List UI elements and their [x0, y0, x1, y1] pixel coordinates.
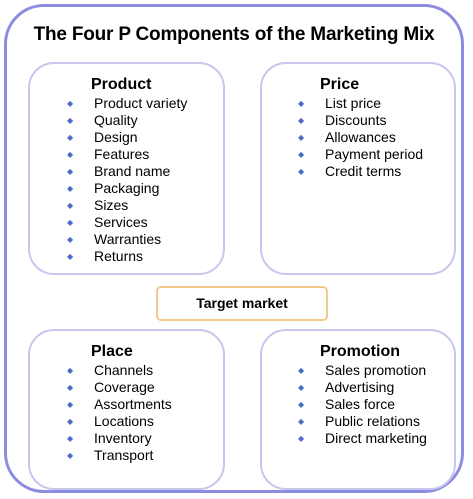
bullet-icon: ◆ — [67, 218, 74, 227]
product-item-label: Design — [94, 129, 138, 145]
place-list: ◆ Channels ◆ Coverage ◆ Assortments ◆ Locations… — [67, 362, 172, 464]
product-panel: Product ◆Product variety◆Quality◆Design◆… — [28, 62, 225, 275]
price-list: ◆ List price ◆ Discounts ◆ Allowances ◆ Payment… — [298, 95, 423, 180]
place-item-label: Channels — [94, 362, 154, 378]
bullet-icon: ◆ — [67, 116, 74, 125]
bullet-icon: ◆ — [67, 184, 74, 193]
place-item-label: Locations — [94, 413, 154, 429]
promotion-item-label: Sales promotion — [325, 362, 427, 378]
bullet-icon: ◆ — [298, 434, 305, 443]
price-item-label: Credit terms — [325, 163, 402, 179]
price-item-label: List price — [325, 95, 382, 111]
product-list-item: ◆ Brand name — [67, 163, 187, 180]
place-list-item: ◆ Assortments — [67, 396, 172, 413]
place-item-label: Inventory — [94, 430, 152, 446]
bullet-icon: ◆ — [67, 400, 74, 409]
promotion-item-label: Sales force — [325, 396, 396, 412]
bullet-icon: ◆ — [67, 451, 74, 460]
place-item-label: Coverage — [94, 379, 155, 395]
bullet-icon: ◆ — [67, 133, 74, 142]
price-item-label: Payment period — [325, 146, 424, 162]
diagram-title: The Four P Components of the Marketing M… — [33, 24, 435, 45]
bullet-icon: ◆ — [298, 133, 305, 142]
product-list-item: ◆ Sizes — [67, 197, 187, 214]
promotion-item-label: Public relations — [325, 413, 420, 429]
product-list-item: ◆ Product variety — [67, 95, 187, 112]
place-list-item: ◆ Inventory — [67, 430, 172, 447]
product-heading: Product — [91, 76, 152, 93]
product-item-label: Features — [94, 146, 150, 162]
place-item-label: Transport — [94, 447, 154, 463]
product-item-label: Product variety — [94, 95, 188, 111]
price-item-label: Allowances — [325, 129, 396, 145]
bullet-icon: ◆ — [298, 150, 305, 159]
target-market-box: Target market — [156, 286, 328, 321]
price-panel: Price ◆ List price ◆ Discounts ◆ Allowances ◆ P… — [260, 62, 456, 275]
bullet-icon: ◆ — [67, 417, 74, 426]
marketing-mix-frame: The Four P Components of the Marketing M… — [4, 4, 464, 493]
place-heading: Place — [91, 343, 133, 360]
bullet-icon: ◆ — [67, 201, 74, 210]
product-item-label: Warranties — [94, 231, 162, 247]
product-item-label: Sizes — [94, 197, 129, 213]
product-item-label: Brand name — [94, 163, 171, 179]
price-list-item: ◆ List price — [298, 95, 423, 112]
promotion-list-item: ◆ Sales force — [298, 396, 427, 413]
bullet-icon: ◆ — [67, 99, 74, 108]
bullet-icon: ◆ — [298, 383, 305, 392]
price-list-item: ◆ Allowances — [298, 129, 423, 146]
bullet-icon: ◆ — [298, 116, 305, 125]
product-list-item: ◆ Packaging — [67, 180, 187, 197]
place-list-item: ◆ Coverage — [67, 379, 172, 396]
product-item-label: Quality — [94, 112, 138, 128]
promotion-list: ◆ Sales promotion ◆ Advertising ◆ Sales force… — [298, 362, 427, 447]
promotion-list-item: ◆ Direct marketing — [298, 430, 427, 447]
bullet-icon: ◆ — [67, 252, 74, 261]
place-panel: Place ◆ Channels ◆ Coverage ◆ Assortments ◆ Loc… — [28, 329, 225, 490]
product-list-item: ◆ Warranties — [67, 231, 187, 248]
promotion-item-label: Advertising — [325, 379, 395, 395]
price-list-item: ◆ Credit terms — [298, 163, 423, 180]
place-list-item: ◆ Channels — [67, 362, 172, 379]
price-list-item: ◆ Payment period — [298, 146, 423, 163]
product-list-item: ◆ Design — [67, 129, 187, 146]
price-item-label: Discounts — [325, 112, 387, 128]
product-list-item: ◆ Quality — [67, 112, 187, 129]
product-list-item: ◆ Features — [67, 146, 187, 163]
promotion-list-item: ◆ Sales promotion — [298, 362, 427, 379]
product-item-label: Returns — [94, 248, 144, 264]
bullet-icon: ◆ — [298, 99, 305, 108]
bullet-icon: ◆ — [67, 167, 74, 176]
price-heading: Price — [320, 76, 360, 93]
product-list-item: ◆ Services — [67, 214, 187, 231]
product-list-item: ◆ Returns — [67, 248, 187, 265]
price-list-item: ◆ Discounts — [298, 112, 423, 129]
product-item-label: Packaging — [94, 180, 160, 196]
bullet-icon: ◆ — [67, 150, 74, 159]
bullet-icon: ◆ — [67, 434, 74, 443]
place-list-item: ◆ Transport — [67, 447, 172, 464]
product-item-label: Services — [94, 214, 148, 230]
place-item-label: Assortments — [94, 396, 172, 412]
place-list-item: ◆ Locations — [67, 413, 172, 430]
product-list: ◆ Product variety ◆ Quality ◆ Design ◆ Features… — [67, 95, 187, 265]
promotion-heading: Promotion — [320, 343, 400, 360]
bullet-icon: ◆ — [67, 366, 74, 375]
promotion-item-label: Direct marketing — [325, 430, 427, 446]
promotion-list-item: ◆ Advertising — [298, 379, 427, 396]
promotion-panel: Promotion ◆ Sales promotion ◆ Advertising ◆ S… — [260, 329, 456, 490]
promotion-list-item: ◆ Public relations — [298, 413, 427, 430]
bullet-icon: ◆ — [67, 235, 74, 244]
bullet-icon: ◆ — [298, 417, 305, 426]
bullet-icon: ◆ — [298, 167, 305, 176]
bullet-icon: ◆ — [67, 383, 74, 392]
bullet-icon: ◆ — [298, 366, 305, 375]
bullet-icon: ◆ — [298, 400, 305, 409]
